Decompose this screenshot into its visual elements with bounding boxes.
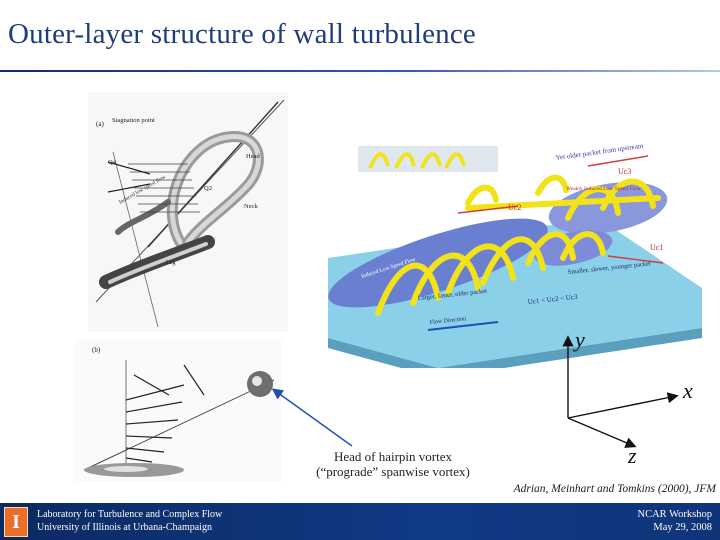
- q2-label: Q2: [204, 185, 212, 192]
- vortex-leg-highlight: [108, 242, 208, 284]
- q4-arrow: [107, 161, 151, 175]
- uc2-label: Uc2: [508, 203, 521, 212]
- vortex-packet-illustration: Yet older packet from upstream Uc3 Uc2 U…: [318, 138, 702, 378]
- citation: Adrian, Meinhart and Tomkins (2000), JFM: [513, 483, 716, 495]
- z-axis-label: z: [628, 443, 637, 468]
- inset-hairpins: [368, 152, 466, 169]
- hairpin-pointer-arrow: [271, 388, 353, 447]
- footer-bar: I Laboratory for Turbulence and Complex …: [0, 503, 720, 540]
- vortex-head-highlight: [169, 134, 261, 245]
- stagnation-label: Stagnation point: [112, 117, 155, 124]
- uc1-arrow: [607, 255, 664, 264]
- packet-drawing: Yet older packet from upstream Uc3 Uc2 U…: [328, 142, 702, 378]
- hairpin-caption-line2: (“prograde” spanwise vortex): [316, 464, 470, 479]
- logo-glyph: I: [12, 511, 20, 533]
- flow-direction-label: Flow Direction: [430, 316, 467, 326]
- footer-workshop-name: NCAR Workshop: [637, 509, 712, 520]
- weakly-induced-label: Weakly Induced Low Speed Flow: [566, 186, 641, 192]
- x-axis-arrow: [567, 392, 679, 419]
- vortex-leg-upper: [115, 199, 171, 235]
- hairpin-sketch-drawing: (a) Stagnation point Head Neck Leg Q4 Q2…: [95, 99, 285, 328]
- uc1-label: Uc1: [650, 243, 663, 252]
- head-label: Head: [246, 153, 260, 160]
- vortex-leg-highlight: [104, 466, 148, 472]
- q2-arrow: [107, 183, 151, 193]
- panel-b-label: (b): [92, 346, 101, 354]
- side-view-drawing: (b): [83, 346, 275, 477]
- footer-event: NCAR Workshop May 29, 2008: [637, 509, 712, 534]
- low-speed-region-upstream: [548, 182, 668, 234]
- x-axis-label: x: [683, 378, 693, 403]
- flow-direction-arrow: [427, 321, 499, 331]
- axis-line: [112, 151, 159, 328]
- footer-affiliation: Laboratory for Turbulence and Complex Fl…: [37, 509, 222, 534]
- leg-label: Leg: [166, 260, 175, 266]
- shear-line: [83, 379, 275, 471]
- university-logo: I: [4, 507, 28, 537]
- vortex-side-view-sketch: (b): [74, 340, 282, 482]
- velocity-vectors: [125, 364, 205, 463]
- y-axis-label: y: [575, 327, 585, 352]
- slide-title: Outer-layer structure of wall turbulence: [8, 18, 476, 50]
- velocity-hatch: [128, 163, 200, 213]
- footer-lab-name: Laboratory for Turbulence and Complex Fl…: [37, 509, 223, 520]
- panel-a-label: (a): [96, 120, 104, 128]
- footer-date: May 29, 2008: [653, 521, 712, 533]
- hairpin-caption-line1: Head of hairpin vortex: [333, 449, 453, 464]
- title-divider: [0, 70, 720, 72]
- uc2-arrow: [457, 205, 519, 214]
- hairpin-packet: [375, 174, 661, 316]
- uc3-label: Uc3: [618, 167, 631, 176]
- hairpin-caption: Head of hairpin vortex (“prograde” spanw…: [288, 449, 498, 479]
- hairpin-vortex-sketch: (a) Stagnation point Head Neck Leg Q4 Q2…: [88, 92, 288, 332]
- neck-label: Neck: [244, 203, 258, 210]
- uc3-arrow: [587, 155, 649, 167]
- vortex-head-highlight: [252, 376, 262, 386]
- footer-university-name: University of Illinois at Urbana-Champai…: [37, 521, 212, 533]
- induced-flow-label: Induced low speed flow: [118, 173, 167, 205]
- q4-label: Q4: [108, 159, 117, 166]
- z-axis-arrow: [567, 417, 637, 448]
- wall-plate-edge: [328, 328, 702, 378]
